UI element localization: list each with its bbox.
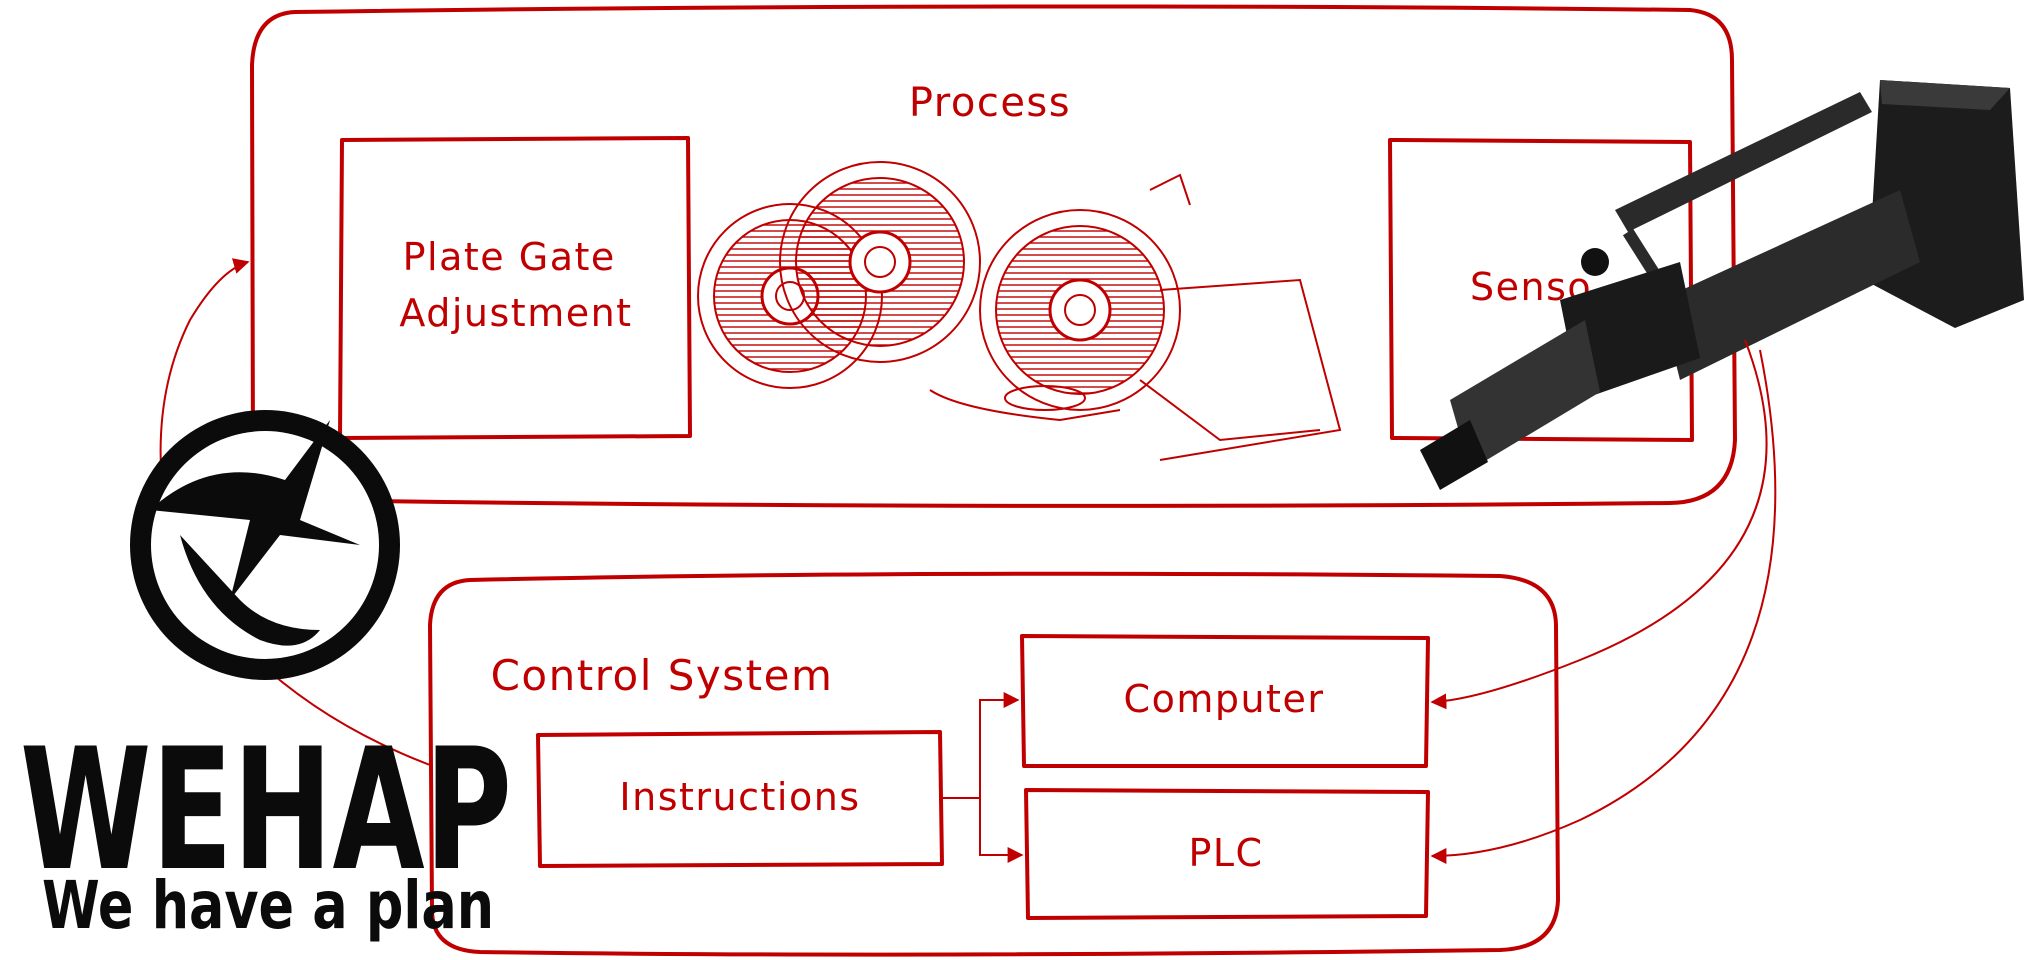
instructions-to-plc-arrow [979,798,1024,863]
control-system-group-box [428,571,1560,957]
plc-box [1024,788,1430,920]
plc-label: PLC [1188,831,1263,875]
logo-tagline: We have a plan [42,867,494,944]
instructions-box [536,730,944,868]
computer-box [1020,634,1430,768]
plate-gate-box [338,136,692,440]
instructions-label: Instructions [619,775,860,819]
sensor-to-plc-arrow [1430,349,1777,864]
sensor-to-computer-arrow [1430,339,1768,710]
plate-gate-label: Plate Gate Adjustment [399,235,632,335]
control-system-title: Control System [491,651,834,700]
sensor-probe-illustration [1420,80,2024,490]
sensor-box [1388,138,1694,442]
logo-name: WEHAP [20,712,512,908]
rollers-illustration [697,161,1342,461]
instructions-to-computer-arrow [942,692,1020,799]
process-title: Process [909,80,1071,126]
computer-label: Computer [1124,677,1325,721]
wehap-logo: WEHAP We have a plan [20,410,512,944]
